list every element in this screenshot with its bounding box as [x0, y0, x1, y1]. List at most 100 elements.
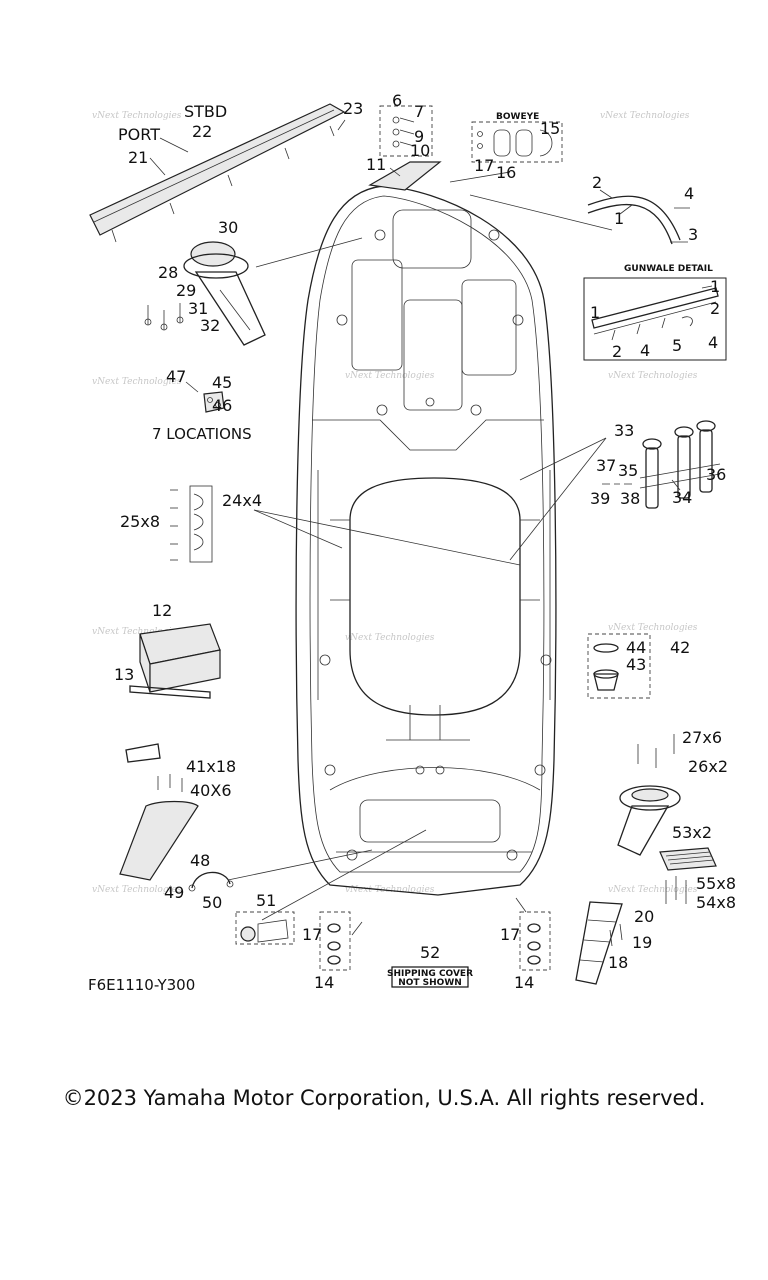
callout-47: 47 — [166, 367, 186, 386]
callouts: 22 21 23 6 7 9 10 11 15 17 16 2 4 1 3 1 … — [114, 91, 736, 992]
callout-34: 34 — [672, 488, 692, 507]
callout-2: 2 — [592, 173, 602, 192]
callout-19: 19 — [632, 933, 652, 952]
storage-tube-assembly — [144, 237, 363, 346]
callout-12: 12 — [152, 601, 172, 620]
callout-55: 55x8 — [696, 874, 736, 893]
grab-handle — [188, 871, 234, 892]
callout-6: 6 — [392, 91, 402, 110]
gunwale-trim-parts — [469, 189, 690, 245]
callout-49: 49 — [164, 883, 184, 902]
callout-45: 45 — [212, 373, 232, 392]
port-heading: PORT — [118, 125, 160, 144]
callout-31: 31 — [188, 299, 208, 318]
callout-27: 27x6 — [682, 728, 722, 747]
callout-14: 14 — [314, 973, 334, 992]
callout-51: 51 — [256, 891, 276, 910]
watermark: vNext Technologies — [345, 633, 435, 643]
callout-4: 4 — [684, 184, 694, 203]
callout-21: 21 — [128, 148, 148, 167]
boweye-assembly — [449, 121, 563, 183]
shipping-cover-note: NOT SHOWN — [398, 978, 462, 988]
callout-52: 52 — [420, 943, 440, 962]
callout-11: 11 — [366, 155, 386, 174]
callout-38: 38 — [620, 489, 640, 508]
hull-deck — [295, 185, 557, 896]
callout-22: 22 — [192, 122, 212, 141]
callout-35: 35 — [618, 461, 638, 480]
callout-46: 46 — [212, 396, 232, 415]
callout-9: 9 — [414, 127, 424, 146]
callout-3: 3 — [688, 225, 698, 244]
callout-2: 2 — [710, 299, 720, 318]
callout-48: 48 — [190, 851, 210, 870]
callout-23: 23 — [343, 99, 363, 118]
step-plate — [659, 847, 717, 904]
watermark: vNext Technologies — [600, 111, 690, 121]
stbd-heading: STBD — [184, 102, 227, 121]
callout-29: 29 — [176, 281, 196, 300]
callout-44: 44 — [626, 638, 646, 657]
callout-39: 39 — [590, 489, 610, 508]
callout-13: 13 — [114, 665, 134, 684]
callout-10: 10 — [410, 141, 430, 160]
boweye-heading: BOWEYE — [496, 112, 539, 122]
gunwale-detail-heading: GUNWALE DETAIL — [624, 264, 713, 274]
leader-lines — [227, 437, 607, 921]
callout-30: 30 — [218, 218, 238, 237]
cup-holder-assembly — [587, 633, 651, 699]
drain-plug-left — [319, 911, 363, 971]
watermark: vNext Technologies — [92, 377, 182, 387]
drain-plug-right — [519, 911, 551, 971]
callout-4: 4 — [640, 341, 650, 360]
mount-bracket — [235, 911, 295, 945]
callout-50: 50 — [202, 893, 222, 912]
callout-42: 42 — [670, 638, 690, 657]
bow-hardware-assembly — [368, 105, 442, 191]
watermark: vNext Technologies — [608, 371, 698, 381]
rod-holder-rack — [602, 420, 721, 509]
boarding-ladder — [575, 901, 623, 985]
gunwale-rail — [89, 103, 346, 243]
callout-1: 1 — [710, 277, 720, 296]
shipping-cover-note: SHIPPING COVER — [387, 969, 473, 979]
callout-43: 43 — [626, 655, 646, 674]
callout-17: 17 — [500, 925, 520, 944]
callout-37: 37 — [596, 456, 616, 475]
callout-2: 2 — [612, 342, 622, 361]
parts-diagram: vNext Technologies vNext Technologies vN… — [88, 91, 736, 994]
callout-28: 28 — [158, 263, 178, 282]
gunwale-detail-box — [583, 277, 727, 361]
shipping-cover-box — [391, 966, 469, 988]
watermark: vNext Technologies — [608, 885, 698, 895]
locations-note: 7 LOCATIONS — [152, 425, 252, 443]
callout-53: 53x2 — [672, 823, 712, 842]
callout-7: 7 — [414, 102, 424, 121]
callout-1: 1 — [590, 303, 600, 322]
callout-41: 41x18 — [186, 757, 236, 776]
callout-32: 32 — [200, 316, 220, 335]
fastener-strip — [170, 485, 213, 563]
callout-20: 20 — [634, 907, 654, 926]
callout-4: 4 — [708, 333, 718, 352]
callout-26: 26x2 — [688, 757, 728, 776]
cooler-assembly — [129, 623, 221, 699]
watermark: vNext Technologies — [608, 623, 698, 633]
watermark: vNext Technologies — [345, 371, 435, 381]
diagram-code: F6E1110-Y300 — [88, 976, 195, 994]
callout-17: 17 — [474, 156, 494, 175]
watermark: vNext Technologies — [92, 885, 182, 895]
callout-1: 1 — [614, 209, 624, 228]
callout-5: 5 — [672, 336, 682, 355]
callout-17: 17 — [302, 925, 322, 944]
callout-16: 16 — [496, 163, 516, 182]
right-storage-tube — [617, 734, 681, 856]
callout-15: 15 — [540, 119, 560, 138]
callout-40: 40X6 — [190, 781, 232, 800]
callout-33: 33 — [614, 421, 634, 440]
callout-25: 25x8 — [120, 512, 160, 531]
callout-24: 24x4 — [222, 491, 262, 510]
callout-18: 18 — [608, 953, 628, 972]
watermark: vNext Technologies — [92, 111, 182, 121]
tow-pylon — [119, 743, 199, 881]
